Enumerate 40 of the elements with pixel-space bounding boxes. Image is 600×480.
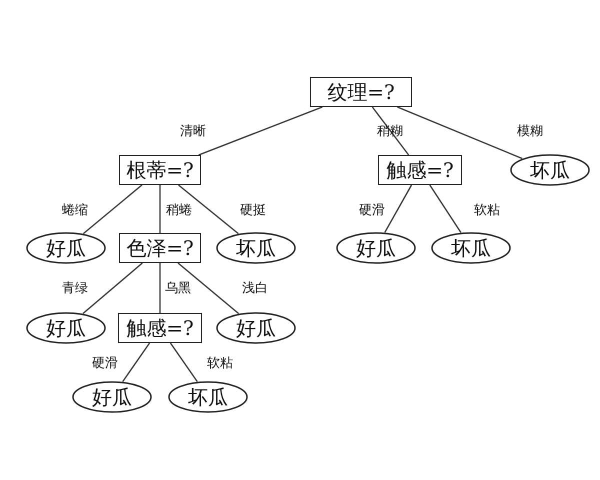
tree-branch bbox=[122, 342, 150, 382]
edge-label: 软粘 bbox=[207, 355, 233, 372]
edge-label: 清晰 bbox=[180, 123, 206, 140]
edge-label: 模糊 bbox=[517, 123, 543, 140]
leaf-oval: 坏瓜 bbox=[510, 154, 590, 186]
tree-branch bbox=[397, 106, 522, 160]
tree-branch bbox=[178, 262, 240, 314]
leaf-oval: 好瓜 bbox=[26, 312, 106, 344]
tree-branch bbox=[198, 106, 323, 156]
decision-box: 色泽=? bbox=[119, 233, 201, 263]
tree-branch bbox=[159, 263, 161, 313]
tree-branch bbox=[82, 262, 143, 314]
leaf-oval: 坏瓜 bbox=[431, 232, 511, 264]
tree-branch bbox=[384, 184, 412, 233]
edge-label: 硬滑 bbox=[359, 202, 385, 219]
leaf-oval: 好瓜 bbox=[72, 381, 152, 413]
leaf-oval: 坏瓜 bbox=[216, 232, 296, 264]
tree-branch bbox=[82, 184, 142, 234]
decision-box: 触感=? bbox=[378, 155, 462, 185]
tree-branch bbox=[372, 106, 410, 156]
edge-label: 软粘 bbox=[474, 202, 500, 219]
edge-label: 浅白 bbox=[242, 280, 268, 297]
tree-branch bbox=[429, 184, 462, 233]
edge-label: 蜷缩 bbox=[62, 202, 88, 219]
leaf-oval: 好瓜 bbox=[26, 232, 106, 264]
edge-label: 稍蜷 bbox=[166, 202, 192, 219]
leaf-oval: 好瓜 bbox=[216, 312, 296, 344]
edge-label: 稍糊 bbox=[377, 123, 403, 140]
edge-label: 青绿 bbox=[62, 280, 88, 297]
decision-box: 根蒂=? bbox=[119, 155, 201, 185]
tree-branch bbox=[159, 185, 161, 233]
edge-label: 硬挺 bbox=[240, 202, 266, 219]
decision-box: 触感=? bbox=[118, 313, 202, 343]
decision-box: 纹理=? bbox=[310, 77, 412, 107]
tree-branch bbox=[170, 342, 198, 382]
leaf-oval: 好瓜 bbox=[336, 232, 416, 264]
tree-branch bbox=[178, 184, 239, 234]
leaf-oval: 坏瓜 bbox=[168, 381, 248, 413]
edge-label: 硬滑 bbox=[92, 355, 118, 372]
edge-label: 乌黑 bbox=[165, 280, 191, 297]
